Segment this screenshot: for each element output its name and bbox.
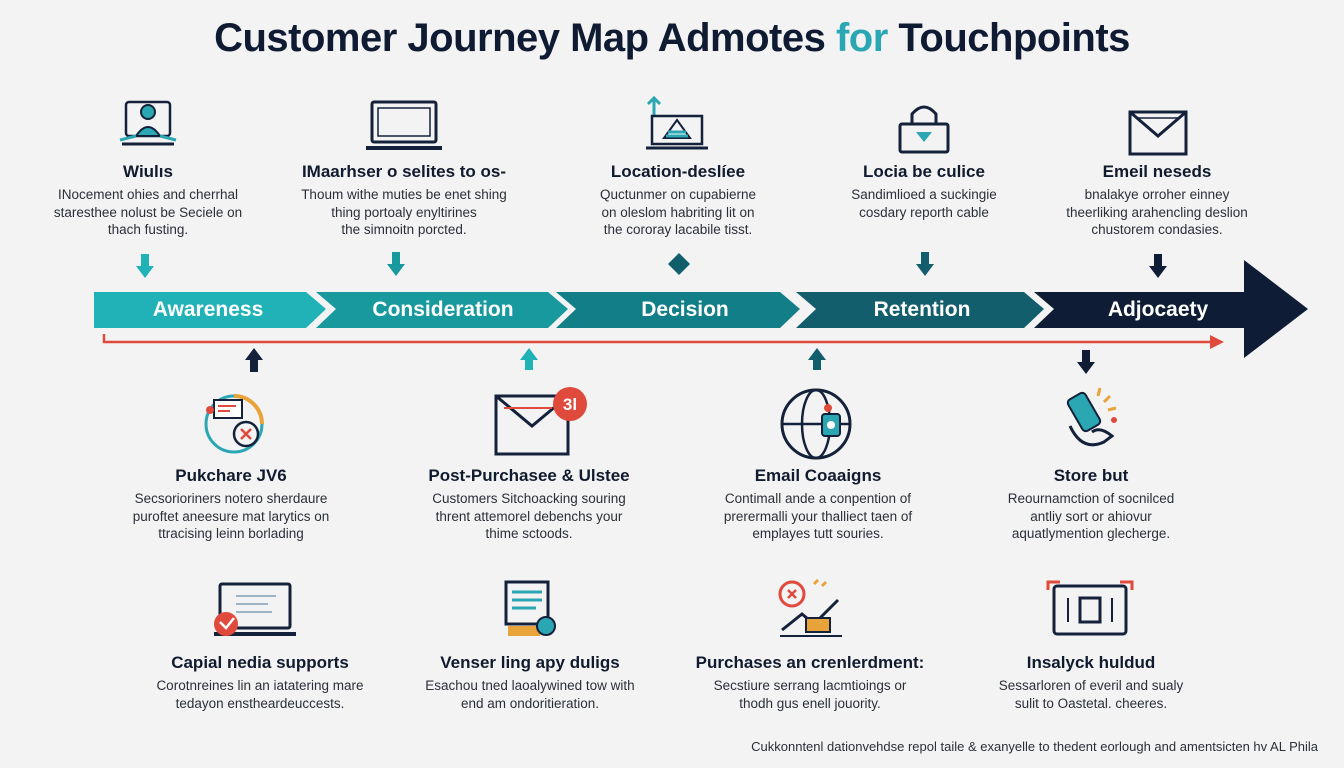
person-laptop-icon <box>119 100 177 146</box>
arrow-down-icon <box>1149 254 1167 278</box>
stage-shape-decision <box>556 292 800 328</box>
touchpoint-store: Store but Reournamction of socnilced ant… <box>982 466 1200 543</box>
document-icon <box>504 580 556 636</box>
touchpoint-awareness: Wiulıs INocement ohies and cherrhal star… <box>36 162 260 239</box>
envelope-icon <box>1128 110 1188 156</box>
touchpoint-description: Quctunmer on cupabierne on oleslom habri… <box>599 187 757 237</box>
touchpoint-title: Store but <box>1053 466 1129 485</box>
touchpoint-insights: Insalyck huldud Sessarloren of everil an… <box>976 653 1206 712</box>
timeline-arrowhead <box>1210 335 1224 349</box>
touchpoint-description: Esachou tned laoalywined tow with end am… <box>425 678 635 711</box>
touchpoint-email-campaigns: Email Coaaigns Contimall ande a conpenti… <box>700 466 936 543</box>
email-notification-icon: 3l <box>494 387 587 456</box>
stage-shape-awareness <box>94 292 326 328</box>
touchpoint-purchase: Pukchare JV6 Secsorioriners notero sherd… <box>120 466 342 543</box>
touchpoint-description: INocement ohies and cherrhal staresthee … <box>53 187 243 237</box>
title-accent: for <box>835 16 888 60</box>
touchpoint-description: Sessarloren of everil and sualy sulit to… <box>998 678 1184 711</box>
sale-analytics-icon <box>204 394 264 454</box>
touchpoint-description: Corotnreines lin an iatatering mare teda… <box>156 678 364 711</box>
touchpoint-title: Purchases an crenlerdment: <box>695 653 925 672</box>
stage-decision: Decision <box>641 298 729 321</box>
touchpoint-social-support: Capial nedia supports Corotnreines lin a… <box>140 653 380 712</box>
laptop-icon <box>366 100 442 150</box>
touchpoint-title: Venser ling apy duligs <box>440 653 620 672</box>
arrow-down-icon <box>1077 350 1095 374</box>
arrow-down-icon <box>916 252 934 276</box>
title-rest: Touchpoints <box>887 16 1130 60</box>
arrow-up-icon <box>520 348 538 370</box>
touchpoint-description: Thoum withe muties be enet shing thing p… <box>301 187 507 237</box>
touchpoint-consideration: IMaarhser o selites to os- Thoum withe m… <box>280 162 528 239</box>
diamond-marker-icon <box>668 253 690 275</box>
touchpoint-title: Pukchare JV6 <box>175 466 287 485</box>
purchase-chart-icon <box>778 578 842 637</box>
stage-awareness: Awareness <box>152 298 264 321</box>
touchpoint-title: Locia be culice <box>863 162 985 181</box>
touchpoint-description: Secsorioriners notero sherdaure puroftet… <box>132 491 330 541</box>
notification-badge: 3l <box>563 395 577 414</box>
touchpoint-service: Venser ling apy duligs Esachou tned laoa… <box>412 653 648 712</box>
stage-retention: Retention <box>873 298 971 321</box>
arrow-down-icon <box>136 254 154 278</box>
touchpoint-title: Capial nedia supports <box>171 653 349 672</box>
touchpoint-title: Location-deslíee <box>610 162 746 181</box>
touchpoint-post-purchase: Post-Purchasee & Ulstee Customers Sitcho… <box>412 466 646 543</box>
globe-icon <box>780 388 852 460</box>
hand-phone-icon <box>1066 387 1117 447</box>
touchpoint-title: Wiulıs <box>123 162 173 181</box>
touchpoint-description: Customers Sitchoacking souring thrent at… <box>432 491 626 541</box>
arrow-up-icon <box>245 348 263 372</box>
touchpoint-title: Post-Purchasee & Ulstee <box>428 466 630 485</box>
touchpoint-description: Contimall ande a conpention of prerermal… <box>723 491 913 541</box>
timeline-line <box>102 334 1214 344</box>
stage-consideration: Consideration <box>372 298 514 321</box>
touchpoint-title: Emeil neseds <box>1102 162 1212 181</box>
stage-shape-consideration <box>316 292 568 328</box>
touchpoint-purchases-enrollment: Purchases an crenlerdment: Secstiure ser… <box>690 653 930 712</box>
arrow-up-icon <box>808 348 826 370</box>
touchpoint-title: Email Coaaigns <box>754 466 882 485</box>
touchpoint-title: Insalyck huldud <box>1026 653 1156 672</box>
device-icon <box>1046 580 1134 636</box>
page-title: Customer Journey Map Admotes for Touchpo… <box>0 16 1344 61</box>
stage-shape-retention <box>796 292 1044 328</box>
title-main: Customer Journey Map Admotes <box>214 16 836 60</box>
touchpoint-description: Sandimlioed a suckingie cosdary reporth … <box>851 187 997 220</box>
journey-timeline <box>94 260 1308 358</box>
touchpoint-description: bnalakye orroher einney theerliking arah… <box>1066 187 1248 237</box>
touchpoint-retention: Locia be culice Sandimlioed a suckingie … <box>820 162 1028 221</box>
stage-shape-advocacy <box>1034 260 1308 358</box>
laptop-chart-icon <box>646 95 708 150</box>
touchpoint-advocacy: Emeil neseds bnalakye orroher einney the… <box>1046 162 1268 239</box>
footer-note: Cukkonntenl dationvehdse repol taile & e… <box>751 739 1318 754</box>
lock-icon <box>898 105 950 154</box>
touchpoint-description: Secstiure serrang lacmtioings or thodh g… <box>713 678 907 711</box>
touchpoint-description: Reournamction of socnilced antliy sort o… <box>1007 491 1175 541</box>
touchpoint-title: IMaarhser o selites to os- <box>301 162 507 181</box>
stage-advocacy: Adjocaety <box>1107 298 1209 321</box>
arrow-down-icon <box>387 252 405 276</box>
touchpoint-decision: Location-deslíee Quctunmer on cupabierne… <box>564 162 792 239</box>
laptop-support-icon <box>214 582 296 636</box>
